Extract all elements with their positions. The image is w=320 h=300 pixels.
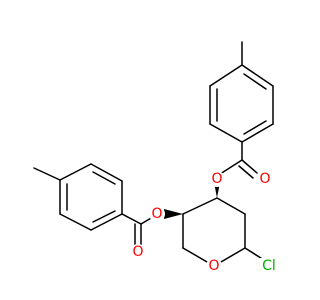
- bond-ring-top-6: [209, 64, 243, 87]
- bond-ring-left-5: [59, 213, 92, 231]
- bond-carbonyl-double-top-a: [241, 159, 258, 174]
- label-ring-o: O: [208, 258, 219, 274]
- bond-carbonyl-double-top-b: [238, 165, 254, 179]
- oxane-ring: [164, 177, 265, 267]
- bond-ring-left-4: [90, 213, 123, 231]
- atom-chlorine: Cl: [259, 258, 279, 274]
- bond-ring-left-1: [59, 163, 92, 181]
- label-carbonyl-o-left: O: [132, 244, 143, 260]
- bond-ring-top-inner-2: [243, 120, 267, 135]
- bond-ring-left-2: [90, 163, 123, 182]
- bond-ring-top-3: [241, 123, 274, 143]
- bond-ring-top-4: [209, 123, 243, 143]
- atom-carbonyl-o-left: O: [130, 244, 146, 260]
- bond-methyl-left: [33, 167, 61, 181]
- label-ester-o-left: O: [151, 206, 162, 222]
- label-carbonyl-o-top: O: [259, 171, 270, 187]
- label-ester-o-top: O: [211, 171, 222, 187]
- atom-carbonyl-o-top: O: [257, 171, 273, 187]
- bond-ring-top-inner-1: [243, 73, 267, 90]
- bond-ring-c4-c5: [216, 197, 246, 215]
- top-right-toluoyl-group: [209, 41, 274, 179]
- bond-ring-left-inner-1: [92, 171, 116, 185]
- structure-canvas: O O O O O Cl: [33, 41, 279, 274]
- stereo-wedge-c3: [164, 209, 183, 219]
- atom-ring-o: O: [206, 258, 222, 274]
- bond-ring-to-carbonyl-left: [121, 213, 142, 225]
- label-chlorine: Cl: [262, 258, 276, 274]
- atom-labels: O O O O O Cl: [130, 171, 279, 274]
- bond-ring-left-inner-2: [92, 210, 116, 223]
- left-toluoyl-group: [33, 163, 159, 247]
- atom-ester-o-top: O: [209, 171, 225, 187]
- atom-ester-o-left: O: [149, 206, 165, 222]
- bond-ring-top-1: [241, 64, 274, 87]
- bond-ring-c3-c4: [182, 197, 218, 215]
- molecule-diagram: O O O O O Cl: [33, 41, 279, 274]
